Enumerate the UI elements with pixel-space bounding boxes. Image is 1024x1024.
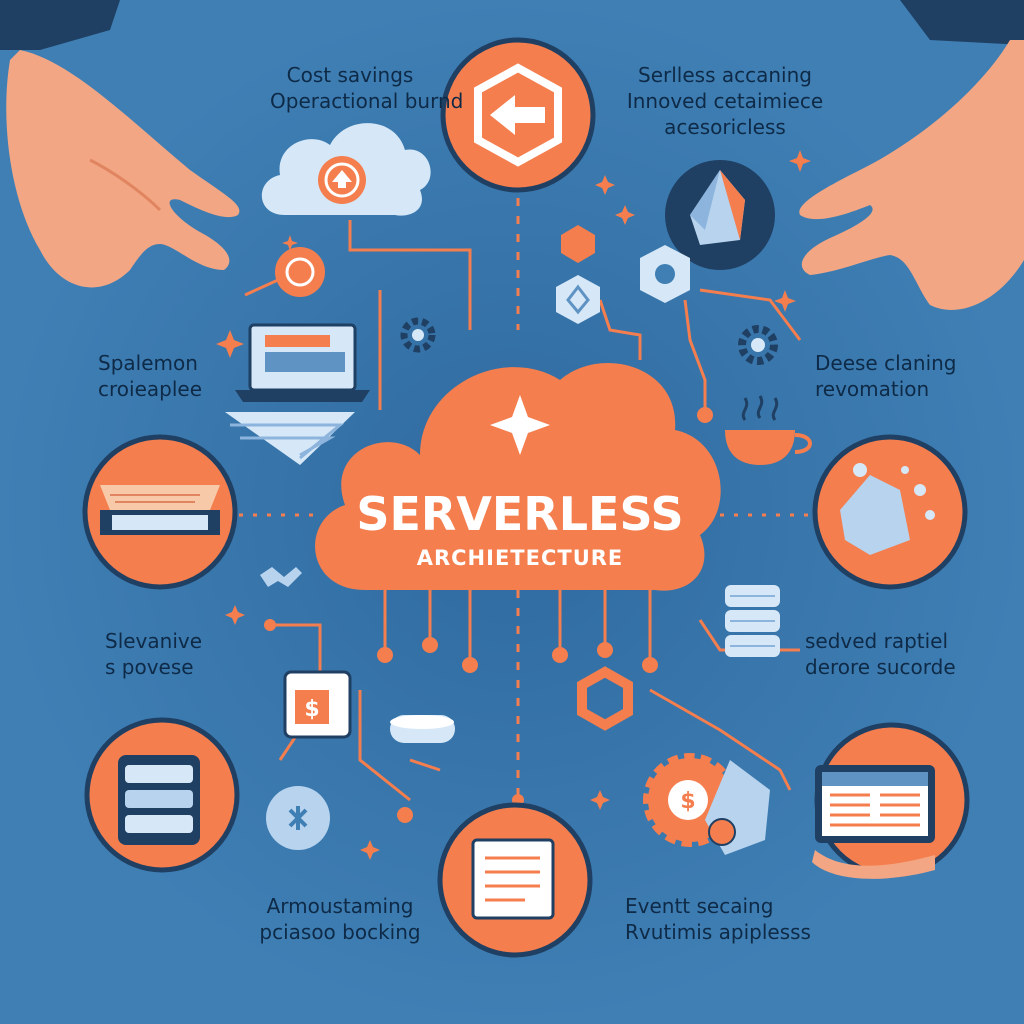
money-gear-icon: $ [643, 753, 770, 855]
label-line: Spalemon [98, 351, 198, 375]
label-line: revomation [815, 377, 930, 401]
left-platform-node [82, 434, 238, 590]
top-hexagon-node [440, 37, 596, 193]
label-line: Serlless accaning [638, 63, 812, 87]
label-line: Armoustaming [266, 894, 414, 918]
label-armoustaming: Armoustaming pciasoo bocking [250, 893, 430, 945]
dollar-card-icon: $ [283, 670, 352, 739]
label-line: derore sucorde [805, 655, 956, 679]
label-line: acesoricless [664, 115, 786, 139]
svg-text:$: $ [304, 697, 319, 722]
label-line: Operactional burnd [270, 89, 464, 113]
document-node [437, 802, 593, 958]
snowflake-node [266, 786, 330, 850]
diamond-badge-icon [556, 275, 600, 324]
orange-hexagon-icon [561, 225, 595, 263]
svg-text:$: $ [680, 789, 695, 814]
small-arrow-node [275, 247, 325, 297]
coffee-cup-icon [725, 395, 812, 465]
label-line: Deese claning [815, 351, 957, 375]
layered-stack-illustration [225, 412, 355, 465]
title: SERVERLESS [356, 487, 683, 541]
label-deese-claning: Deese claning revomation [815, 350, 957, 402]
tablet-node [812, 722, 970, 879]
cloud-upload-icon [261, 123, 431, 216]
label-line: pciasoo bocking [259, 920, 421, 944]
label-sedved-raptiel: sedved raptiel derore sucorde [805, 628, 956, 680]
label-line: s povese [105, 655, 194, 679]
label-cost-savings: Cost savings Operactional burnd [270, 62, 464, 114]
label-line: Cost savings [286, 63, 414, 87]
subtitle: ARCHIETECTURE [417, 546, 624, 570]
label-line: sedved raptiel [805, 629, 949, 653]
gear-icon [400, 317, 436, 353]
left-hand-illustration [0, 0, 240, 288]
label-line: Rvutimis apiplesss [625, 920, 811, 944]
handshake-icon [260, 567, 302, 587]
label-line: Innoved cetaimiece [626, 89, 824, 113]
serverless-cloud [315, 362, 721, 591]
laptop-illustration [235, 323, 370, 402]
right-crystal-node [812, 434, 968, 590]
database-node [84, 717, 240, 873]
sparkles [216, 150, 811, 860]
server-stack-icon [725, 585, 780, 657]
label-serverless-scaling: Serlless accaning Innoved cetaimiece ace… [625, 62, 825, 140]
right-hand-illustration [799, 0, 1024, 310]
label-event-scaling: Eventt secaing Rvutimis apiplesss [625, 893, 811, 945]
capsule-icon [390, 715, 455, 743]
label-line: Slevanive [105, 629, 203, 653]
nut-icon [640, 245, 690, 303]
label-line: Eventt secaing [625, 894, 774, 918]
hexagon-ring-icon [577, 666, 633, 731]
label-line: croieaplee [98, 377, 202, 401]
label-spalemon: Spalemon croieaplee [98, 350, 202, 402]
gear-icon-right [738, 325, 778, 365]
label-slevanive: Slevanive s povese [105, 628, 202, 680]
top-right-gem-node [665, 160, 775, 270]
